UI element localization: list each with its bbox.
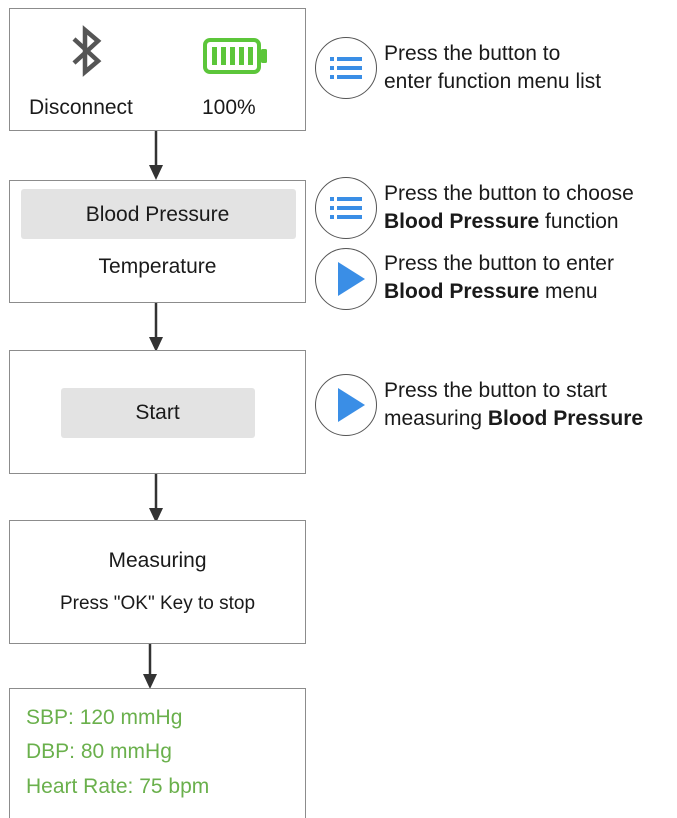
flow-arrow-2 <box>149 303 163 352</box>
status-screen: Disconnect 100% <box>9 8 306 131</box>
play-icon <box>338 262 365 296</box>
result-screen: SBP: 120 mmHg DBP: 80 mmHg Heart Rate: 7… <box>9 688 306 818</box>
note-3-bold: Blood Pressure <box>384 280 540 303</box>
note-4: Press the button to start measuring Bloo… <box>384 377 643 433</box>
menu-button[interactable] <box>315 37 377 99</box>
note-2: Press the button to choose Blood Pressur… <box>384 180 634 236</box>
flow-arrow-4 <box>143 644 157 689</box>
note-2-rest: function <box>539 210 619 233</box>
note-1-line-2: enter function menu list <box>384 70 602 93</box>
flow-arrow-1 <box>149 131 163 180</box>
result-heart-rate: Heart Rate: 75 bpm <box>26 775 210 798</box>
play-button[interactable] <box>315 248 377 310</box>
menu-item-blood-pressure[interactable]: Blood Pressure <box>85 203 230 226</box>
menu-list-icon <box>330 57 362 79</box>
note-3-line-2: Blood Pressure menu <box>384 278 614 306</box>
start-screen: Start <box>9 350 306 474</box>
note-3-line-1: Press the button to enter <box>384 252 614 275</box>
function-menu-screen: Blood Pressure Temperature <box>9 180 306 303</box>
note-4-bold: Blood Pressure <box>487 407 644 430</box>
note-3-rest: menu <box>539 280 598 303</box>
note-1-line-1: Press the button to <box>384 42 561 65</box>
start-button-label: Start <box>135 401 180 424</box>
note-2-bold: Blood Pressure <box>384 210 540 233</box>
note-2-line-1: Press the button to choose <box>384 182 634 205</box>
selected-item-highlight <box>21 189 296 239</box>
play-icon <box>338 388 365 422</box>
result-dbp: DBP: 80 mmHg <box>26 740 172 763</box>
note-4-pre: measuring <box>384 407 488 430</box>
menu-item-temperature[interactable]: Temperature <box>98 255 217 278</box>
battery-level: 100% <box>202 96 256 119</box>
note-3: Press the button to enter Blood Pressure… <box>384 250 614 306</box>
note-4-line-2: measuring Blood Pressure <box>384 405 643 433</box>
measuring-screen: Measuring Press "OK" Key to stop <box>9 520 306 644</box>
note-1: Press the button to enter function menu … <box>384 40 601 96</box>
note-2-line-2: Blood Pressure function <box>384 208 634 236</box>
stop-hint: Press "OK" Key to stop <box>59 593 256 614</box>
menu-list-icon <box>330 197 362 219</box>
menu-button[interactable] <box>315 177 377 239</box>
play-button[interactable] <box>315 374 377 436</box>
result-sbp: SBP: 120 mmHg <box>26 706 183 729</box>
bluetooth-icon <box>68 25 104 77</box>
note-4-line-1: Press the button to start <box>384 379 607 402</box>
battery-full-icon <box>203 38 269 74</box>
flow-arrow-3 <box>149 474 163 523</box>
start-button[interactable] <box>61 388 255 438</box>
measuring-title: Measuring <box>108 549 207 572</box>
connection-status: Disconnect <box>29 96 133 119</box>
